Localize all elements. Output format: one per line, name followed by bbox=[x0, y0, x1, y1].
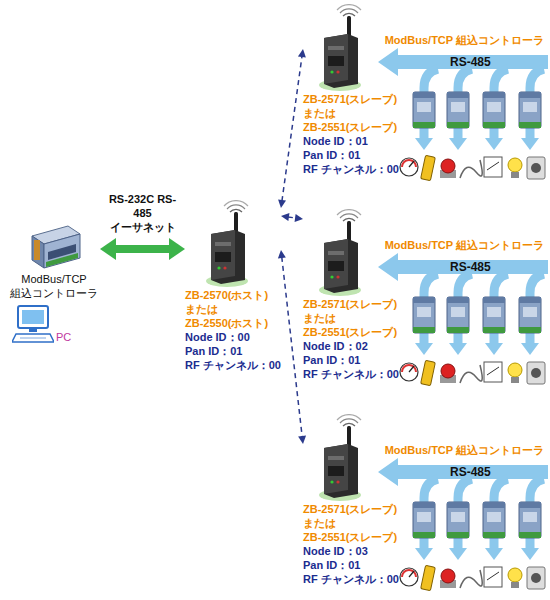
device-model: ZB-2570(ホスト) bbox=[185, 288, 281, 302]
serial-link-arrow bbox=[100, 238, 185, 260]
link-label: RS-232C RS-485 イーサネット bbox=[109, 192, 177, 234]
slave-device: ZB-2571(スレーブ)またはZB-2551(スレーブ)Node ID：02P… bbox=[303, 209, 399, 381]
device-setting: RF チャンネル：00 bbox=[303, 572, 399, 586]
device-setting: Pan ID：01 bbox=[303, 353, 399, 367]
device-setting: Pan ID：01 bbox=[185, 344, 281, 358]
dev-icon bbox=[318, 209, 363, 297]
device-setting: RF チャンネル：00 bbox=[185, 358, 281, 372]
device-model: または bbox=[185, 302, 281, 316]
dev-icon bbox=[318, 414, 363, 502]
bus-label: RS-485 bbox=[448, 465, 493, 479]
device-model: ZB-2550(ホスト) bbox=[185, 316, 281, 330]
rs485-group bbox=[378, 253, 548, 386]
node-text: ModBus/TCP 組込コントローラ bbox=[8, 272, 100, 300]
group-title: ModBus/TCP 組込コントローラ bbox=[385, 33, 544, 47]
bus-label: RS-485 bbox=[448, 55, 493, 69]
device-model: ZB-2571(スレーブ) bbox=[303, 92, 399, 106]
device-model: ZB-2571(スレーブ) bbox=[303, 502, 399, 516]
device-setting: RF チャンネル：00 bbox=[303, 367, 399, 381]
host-device: ZB-2570(ホスト)またはZB-2550(ホスト)Node ID：00Pan… bbox=[185, 200, 281, 372]
pc-icon bbox=[12, 304, 54, 344]
device-setting: Node ID：01 bbox=[303, 134, 399, 148]
controller-node: ModBus/TCP 組込コントローラ bbox=[8, 222, 100, 300]
node-text: PC bbox=[56, 330, 71, 344]
wireless-link bbox=[278, 250, 306, 444]
device-model: ZB-2551(スレーブ) bbox=[303, 530, 399, 544]
wireless-link bbox=[281, 213, 303, 222]
device-setting: Node ID：02 bbox=[303, 339, 399, 353]
dev-icon bbox=[318, 4, 363, 92]
rs485-group bbox=[378, 48, 548, 181]
device-model: ZB-2571(スレーブ) bbox=[303, 297, 399, 311]
wireless-link bbox=[278, 49, 306, 208]
device-setting: RF チャンネル：00 bbox=[303, 162, 399, 176]
group-title: ModBus/TCP 組込コントローラ bbox=[385, 238, 544, 252]
device-setting: Pan ID：01 bbox=[303, 558, 399, 572]
device-model: ZB-2551(スレーブ) bbox=[303, 120, 399, 134]
rs485-group bbox=[378, 458, 548, 591]
bus-label: RS-485 bbox=[448, 260, 493, 274]
slave-device: ZB-2571(スレーブ)またはZB-2551(スレーブ)Node ID：01P… bbox=[303, 4, 399, 176]
ctrl-icon bbox=[24, 222, 84, 272]
device-model: または bbox=[303, 516, 399, 530]
device-setting: Pan ID：01 bbox=[303, 148, 399, 162]
dev-icon bbox=[205, 200, 250, 288]
slave-device: ZB-2571(スレーブ)またはZB-2551(スレーブ)Node ID：03P… bbox=[303, 414, 399, 586]
device-model: ZB-2551(スレーブ) bbox=[303, 325, 399, 339]
group-title: ModBus/TCP 組込コントローラ bbox=[385, 443, 544, 457]
device-setting: Node ID：03 bbox=[303, 544, 399, 558]
device-model: または bbox=[303, 106, 399, 120]
device-setting: Node ID：00 bbox=[185, 330, 281, 344]
device-model: または bbox=[303, 311, 399, 325]
pc-node: PC bbox=[12, 304, 71, 344]
